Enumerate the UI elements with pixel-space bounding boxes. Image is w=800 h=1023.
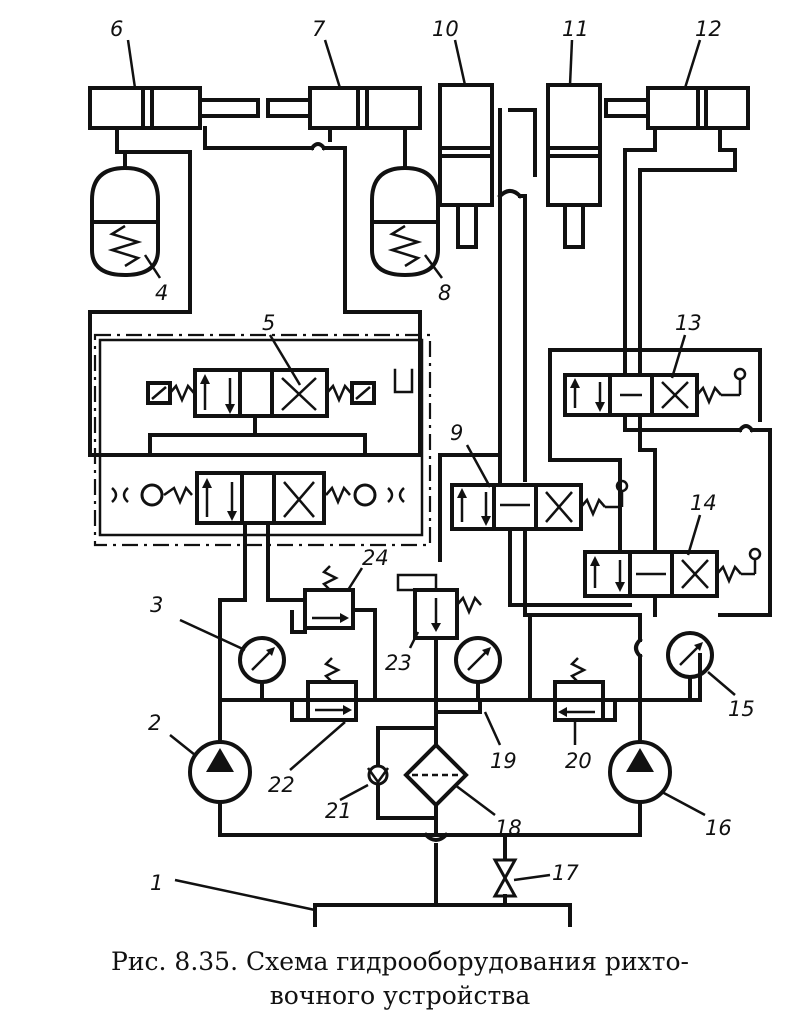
valve-5-lower xyxy=(88,414,422,702)
valve-14 xyxy=(583,547,762,598)
pipes-right xyxy=(438,108,772,617)
label-14: 14 xyxy=(690,491,717,515)
label-3: 3 xyxy=(150,593,163,617)
relief-valve-20 xyxy=(553,657,617,722)
valve-block-5-enclosure xyxy=(93,333,432,547)
label-21: 21 xyxy=(325,799,352,823)
label-4: 4 xyxy=(155,281,168,305)
label-20: 20 xyxy=(565,749,592,773)
valve-13 xyxy=(563,367,747,417)
label-9: 9 xyxy=(450,421,463,445)
hydraulic-schematic: 6 7 10 11 12 4 8 5 13 9 14 24 3 23 2 15 … xyxy=(88,17,772,927)
figure-caption: Рис. 8.35. Схема гидрооборудования рихто… xyxy=(0,945,800,1013)
gauge-3 xyxy=(238,636,286,702)
label-5: 5 xyxy=(262,311,275,335)
label-10: 10 xyxy=(432,17,459,41)
pump-16 xyxy=(608,698,672,837)
label-8: 8 xyxy=(438,281,451,305)
label-12: 12 xyxy=(695,17,722,41)
accumulator-8 xyxy=(370,150,440,278)
valve-block-5-frame xyxy=(98,338,424,537)
cylinder-11 xyxy=(546,83,602,249)
label-22: 22 xyxy=(268,773,295,797)
pipes-upper-left xyxy=(88,126,422,457)
label-1: 1 xyxy=(150,871,163,895)
leader-lines xyxy=(126,39,736,912)
label-7: 7 xyxy=(312,17,326,41)
label-15: 15 xyxy=(728,697,755,721)
label-6: 6 xyxy=(110,17,123,41)
pump-2 xyxy=(188,698,252,837)
suction-line xyxy=(218,832,642,907)
label-16: 16 xyxy=(705,816,732,840)
label-18: 18 xyxy=(495,816,522,840)
cylinder-7 xyxy=(266,86,422,130)
label-23: 23 xyxy=(385,651,412,675)
label-24: 24 xyxy=(362,546,389,570)
valve-5-upper xyxy=(146,368,414,418)
label-11: 11 xyxy=(562,17,589,41)
check-valve-21 xyxy=(366,726,438,820)
accumulator-4 xyxy=(90,150,160,278)
drain-valve-17 xyxy=(492,833,518,907)
valve-9 xyxy=(450,479,629,531)
component-labels: 6 7 10 11 12 4 8 5 13 9 14 24 3 23 2 15 … xyxy=(110,17,755,895)
filter-18 xyxy=(403,710,469,837)
label-17: 17 xyxy=(552,861,579,885)
label-19: 19 xyxy=(490,749,517,773)
cylinder-10 xyxy=(438,83,494,249)
cylinder-12 xyxy=(604,86,750,130)
label-13: 13 xyxy=(675,311,702,335)
gauge-19 xyxy=(454,636,502,702)
cylinder-6 xyxy=(88,86,260,130)
gauge-15 xyxy=(666,631,714,702)
pressure-valve-23 xyxy=(396,573,482,702)
caption-line-1: Рис. 8.35. Схема гидрооборудования рихто… xyxy=(111,947,689,976)
caption-line-2: вочного устройства xyxy=(269,981,531,1010)
relief-valve-24 xyxy=(290,565,377,702)
relief-valve-22 xyxy=(290,657,358,722)
label-2: 2 xyxy=(148,711,161,735)
main-pressure-lines xyxy=(218,613,702,714)
tank-1 xyxy=(313,903,572,927)
